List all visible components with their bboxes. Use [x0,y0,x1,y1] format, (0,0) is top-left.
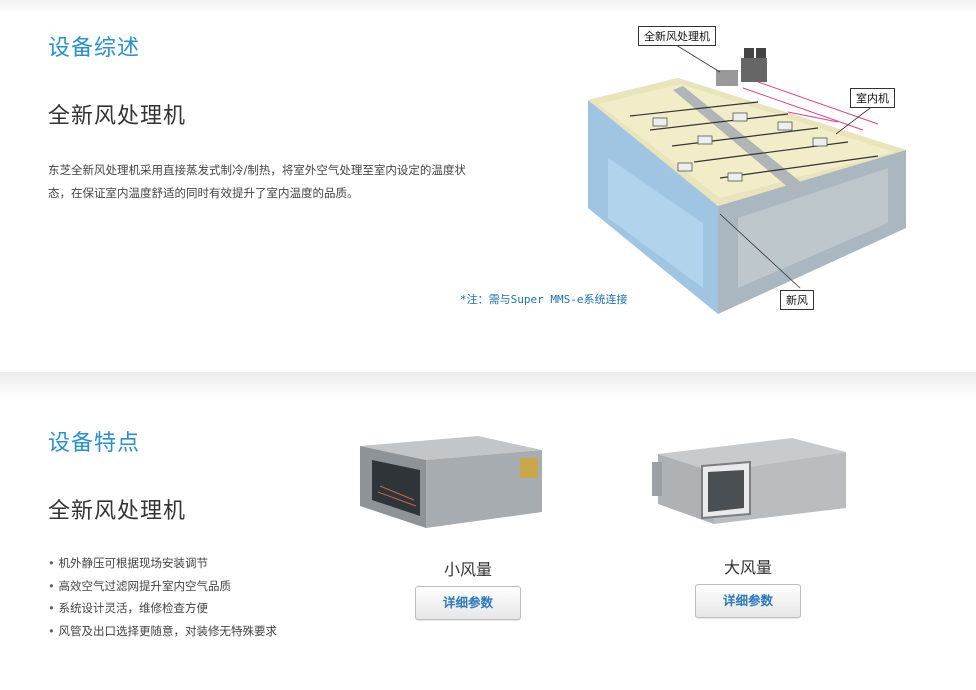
feature-item: 系统设计灵活，维修检查方便 [48,597,277,620]
small-airflow-details-button[interactable]: 详细参数 [415,586,521,620]
product-name-large: 大风量 [723,558,772,577]
feature-list: 机外静压可根据现场安装调节 高效空气过滤网提升室内空气品质 系统设计灵活，维修检… [48,552,277,642]
product-image-small [360,432,556,540]
diagram-label-unit: 全新风处理机 [638,26,716,46]
diagram-note: *注：需与Super MMS-e系统连接 [460,293,628,306]
product-name-small: 小风量 [443,560,492,579]
feature-item: 高效空气过滤网提升室内空气品质 [48,575,277,598]
building-diagram-illustration [588,44,906,314]
feature-item: 机外静压可根据现场安装调节 [48,552,277,575]
overview-product-title: 全新风处理机 [48,104,187,129]
product-image-large [650,432,846,532]
feature-item: 风管及出口选择更随意，对装修无特殊要求 [48,620,277,643]
small-airflow-unit-image [360,436,542,528]
large-airflow-details-button[interactable]: 详细参数 [695,584,801,618]
large-airflow-unit-image [652,438,846,524]
overview-description: 东芝全新风处理机采用直接蒸发式制冷/制热，将室外空气处理至室内设定的温度状态，在… [48,163,466,200]
diagram-label-indoor: 室内机 [850,88,895,108]
building-diagram: 全新风处理机 室内机 新风 [458,18,906,318]
diagram-label-fresh-air: 新风 [780,290,814,310]
overview-heading: 设备综述 [48,36,141,61]
features-product-title: 全新风处理机 [48,499,187,524]
features-heading: 设备特点 [48,431,141,456]
